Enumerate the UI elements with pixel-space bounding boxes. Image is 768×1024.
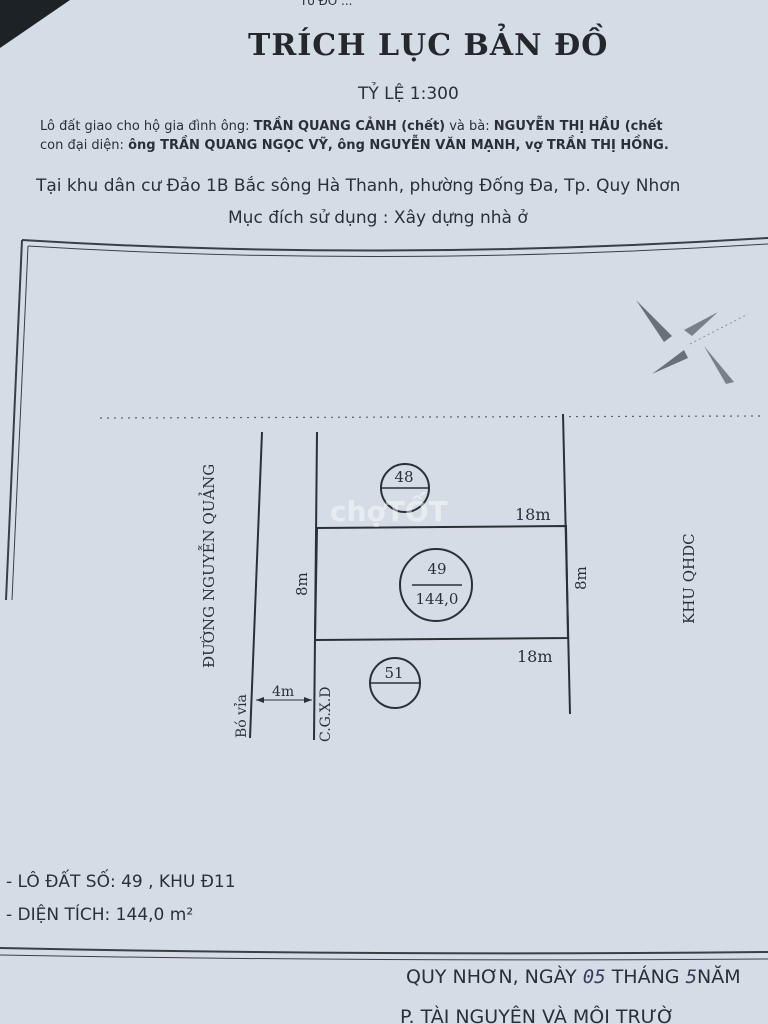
owners-line-1: Lô đất giao cho hộ gia đình ông: TRẦN QU… [40, 119, 663, 134]
north-arrow-icon [636, 300, 749, 384]
representatives: ông TRẦN QUANG NGỌC VỸ, ông NGUYỄN VĂN M… [128, 138, 669, 153]
bottom-side-length: 18m [517, 647, 553, 666]
lot-49-number: 49 [427, 560, 446, 578]
owner-husband: TRẦN QUANG CẢNH (chết) [253, 119, 446, 134]
month-label: THÁNG [611, 966, 680, 988]
department-line: P. TÀI NGUYÊN VÀ MÔI TRƯỜ [400, 1006, 675, 1024]
year-label: NĂM [697, 966, 741, 988]
lot-number-line: - LÔ ĐẤT SỐ: 49 , KHU Đ11 [6, 872, 236, 892]
top-side-length: 18m [515, 505, 551, 524]
frame-bottom-inner [0, 954, 768, 961]
lot-49-circle [399, 548, 473, 622]
purpose-line: Mục đích sử dụng : Xây dựng nhà ở [228, 208, 528, 228]
frame-top-inner [27, 243, 768, 258]
owner-wife: NGUYỄN THỊ HẦU (chết [493, 119, 663, 134]
frame-left-inner [11, 245, 29, 601]
date-day: 05 [582, 966, 606, 988]
curb-line [249, 431, 263, 739]
representatives-prefix: con đại diện: [40, 138, 129, 153]
owners-prefix: Lô đất giao cho hộ gia đình ông: [40, 119, 254, 134]
top-fragment: Tổ ĐO ... [300, 0, 353, 8]
frame-bottom [0, 947, 768, 955]
setback-label: C.G.X.D [318, 687, 334, 742]
location-line: Tại khu dân cư Đảo 1B Bắc sông Hà Thanh,… [36, 176, 681, 196]
document-title: TRÍCH LỤC BẢN ĐỒ [248, 28, 609, 63]
watermark-logo: chợTỐT [330, 495, 448, 528]
curb-label: Bó vỉa [233, 694, 250, 738]
date-line: QUY NHƠN, NGÀY 05 THÁNG 5NĂM [406, 966, 741, 988]
block-dotted-line [99, 415, 761, 419]
scale-label: TỶ LỆ 1:300 [358, 84, 459, 104]
owners-line-2: con đại diện: ông TRẦN QUANG NGỌC VỸ, ôn… [40, 138, 669, 153]
date-prefix: QUY NHƠN, NGÀY [406, 966, 577, 988]
frame-left [5, 239, 23, 601]
area-line: - DIỆN TÍCH: 144,0 m² [6, 905, 194, 925]
road-name: ĐƯỜNG NGUYỄN QUẢNG [198, 464, 218, 668]
road-width-label: 4m [272, 684, 294, 700]
lot-49-area: 144,0 [416, 590, 459, 608]
date-month: 5 [685, 966, 698, 988]
lot-51-label: 51 [384, 664, 403, 682]
east-zone-label: KHU QHDC [680, 533, 698, 624]
frame-top [21, 237, 768, 252]
owners-mid: và bà: [445, 119, 494, 134]
lot-49-boundary [313, 524, 570, 642]
background-corner [0, 0, 70, 48]
right-side-length: 8m [572, 566, 590, 590]
left-side-length: 8m [293, 572, 311, 596]
lot-48-label: 48 [394, 468, 413, 486]
